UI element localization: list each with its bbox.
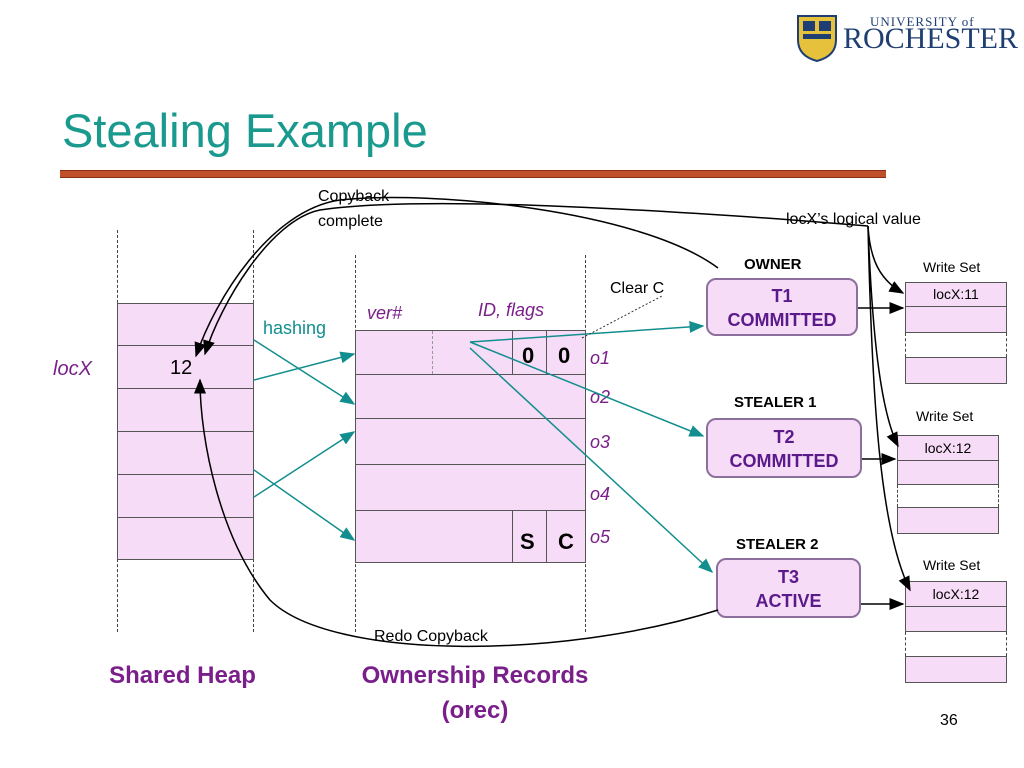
ws1-dash: [1006, 333, 1007, 357]
page-title: Stealing Example: [62, 104, 428, 157]
ws3-dash: [1006, 632, 1007, 656]
txn-t1: T1 COMMITTED: [706, 278, 858, 336]
txn-t3-id: T3: [777, 567, 799, 587]
txn-t2-id: T2: [773, 427, 795, 447]
write-set-t2-entry: locX:12: [897, 435, 999, 461]
locx-value: 12: [170, 357, 193, 379]
flag-divider: [512, 330, 513, 375]
txn-t3-state: ACTIVE: [755, 591, 822, 611]
write-set-t1-empty: [905, 306, 1007, 333]
heap-cell: [117, 517, 254, 560]
hash-arrow: [253, 431, 356, 498]
logo-line1: UNIVERSITY of: [870, 14, 975, 29]
write-set-title-t2: Write Set: [916, 408, 974, 424]
lv-hub: [779, 218, 869, 227]
redo-copyback-arrow: [194, 378, 719, 648]
lv-ws1: [867, 225, 905, 294]
txn-t3: T3 ACTIVE: [716, 558, 861, 618]
write-set-t1-empty: [905, 357, 1007, 384]
role-owner: OWNER: [744, 256, 802, 273]
orec-label-line2: (orec): [441, 697, 509, 724]
ver-label: ver#: [367, 303, 403, 323]
orec-label-o4: o4: [590, 484, 611, 504]
orec-label-o1: o1: [590, 348, 611, 368]
txn-t1-id: T1: [771, 286, 793, 306]
orec-row-o5: [355, 510, 586, 563]
txn-t2: T2 COMMITTED: [706, 418, 862, 478]
logical-value-label: locX’s logical value: [786, 211, 921, 228]
txn-t1-state: COMMITTED: [727, 310, 837, 330]
orec-label-o5: o5: [590, 527, 611, 547]
lv-ws3: [867, 225, 911, 592]
ws2-dash: [897, 485, 898, 507]
clear-c-label: Clear C: [610, 280, 665, 297]
ws1-dash: [905, 333, 906, 357]
copyback-arrow: [194, 196, 719, 358]
orec-column-divider: [432, 331, 433, 374]
page-number: 36: [940, 712, 958, 729]
ws2-dash: [998, 485, 999, 507]
redo-copyback-label: Redo Copyback: [374, 628, 488, 645]
university-logo: [792, 12, 1012, 64]
write-set-t3-empty: [905, 656, 1007, 683]
lv-ws2: [867, 225, 899, 448]
orec-row-o4: [355, 464, 586, 511]
flag-o5-s: S: [520, 529, 535, 554]
shared-heap-label: Shared Heap: [109, 662, 256, 689]
stealer1-pointer: [469, 341, 705, 437]
owner-pointer: [469, 320, 705, 343]
orec-label-o3: o3: [590, 432, 611, 452]
flag-divider: [546, 330, 547, 375]
write-set-t3-empty: [905, 606, 1007, 632]
locx-label: locX: [53, 358, 92, 380]
hash-arrow: [253, 469, 356, 541]
txn-t2-state: COMMITTED: [729, 451, 839, 471]
flag-o5-c: C: [558, 529, 574, 554]
hash-arrow: [253, 339, 356, 405]
title-rule: [60, 170, 886, 178]
role-stealer2: STEALER 2: [736, 536, 819, 553]
stealer2-pointer: [469, 347, 714, 574]
write-set-t2-empty: [897, 507, 999, 534]
flag-o1-a: 0: [522, 343, 535, 368]
logo-line2: ROCHESTER: [843, 22, 1019, 55]
hash-arrow: [253, 351, 356, 381]
flag-divider: [512, 510, 513, 563]
copyback-line2: complete: [318, 213, 383, 230]
orec-label-line1: Ownership Records: [361, 662, 589, 689]
write-set-t1-entry: locX:11: [905, 282, 1007, 307]
write-set-title-t3: Write Set: [923, 557, 981, 573]
role-stealer1: STEALER 1: [734, 394, 817, 411]
orec-row-o3: [355, 418, 586, 465]
clear-c-line: [581, 295, 663, 339]
flag-o1-b: 0: [558, 343, 571, 368]
orec-row-o1: [355, 330, 586, 375]
orec-row-o2: [355, 374, 586, 419]
shield-icon: [797, 15, 837, 62]
ws3-dash: [905, 632, 906, 656]
hashing-label: hashing: [263, 318, 327, 338]
id-flags-label: ID, flags: [478, 300, 545, 320]
logical-value-arrow: [203, 202, 781, 356]
write-set-t2-empty: [897, 460, 999, 485]
flag-divider: [546, 510, 547, 563]
write-set-title-t1: Write Set: [923, 259, 981, 275]
